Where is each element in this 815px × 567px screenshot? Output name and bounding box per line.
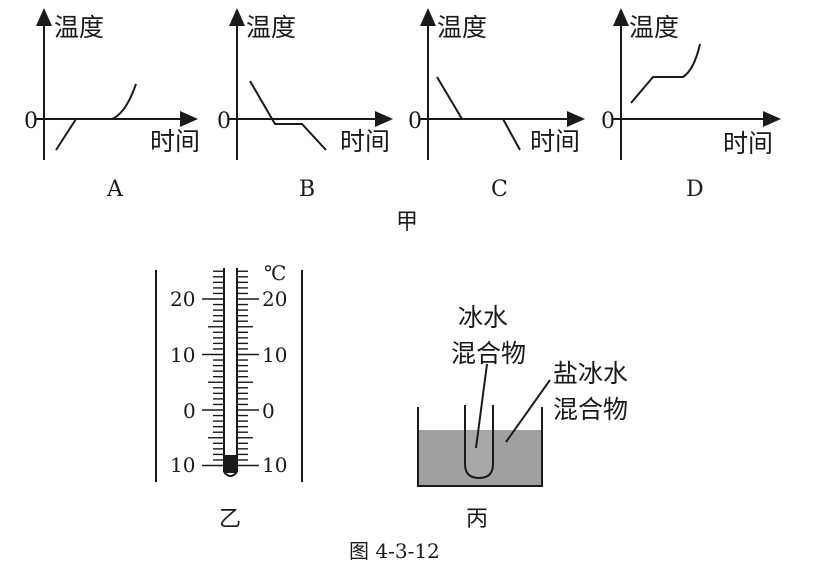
- graph-c: 温度 时间 0 C: [408, 8, 585, 202]
- thermometer-right-tick-neg10: 10: [262, 453, 287, 477]
- graph-d-origin: 0: [601, 109, 615, 134]
- graph-c-x-label: 时间: [530, 127, 580, 156]
- thermometer: 20 10 0 10 20 10 0 10 ℃ 乙: [155, 261, 303, 532]
- thermometer-ticks: [202, 270, 259, 467]
- graph-b-curve: [249, 80, 327, 151]
- figure-caption: 图 4-3-12: [349, 539, 440, 563]
- beaker-label: 丙: [466, 507, 488, 532]
- graph-b-letter: B: [299, 177, 315, 202]
- graph-d-letter: D: [686, 177, 704, 202]
- graph-a-y-label: 温度: [54, 13, 104, 42]
- graph-d-y-label: 温度: [629, 13, 679, 42]
- thermometer-left-tick-20: 20: [170, 287, 195, 311]
- outer-label-line1: 盐冰水: [553, 359, 628, 388]
- thermometer-left-tick-10: 10: [170, 343, 195, 367]
- graph-b: 温度 时间 0 B: [217, 8, 393, 202]
- thermometer-left-tick-neg10: 10: [170, 453, 195, 477]
- graph-d-x-label: 时间: [723, 129, 773, 158]
- graph-a-curve: [55, 83, 137, 151]
- graph-a: 温度 时间 0 A: [24, 8, 200, 202]
- graph-b-x-label: 时间: [340, 127, 390, 156]
- thermometer-unit: ℃: [264, 261, 286, 285]
- graph-a-origin: 0: [24, 109, 38, 134]
- graph-d-curve: [630, 43, 701, 104]
- thermometer-label: 乙: [219, 507, 241, 532]
- graph-b-origin: 0: [217, 109, 231, 134]
- test-tube-ice-water: [465, 430, 493, 478]
- inner-pointer-line: [475, 363, 488, 449]
- outer-pointer-line: [505, 379, 551, 443]
- outer-label-line2: 混合物: [553, 395, 628, 424]
- graph-c-origin: 0: [408, 109, 422, 134]
- thermometer-bulb: [223, 471, 238, 477]
- graph-c-y-label: 温度: [437, 13, 487, 42]
- test-tube: [464, 405, 494, 480]
- thermometer-right-tick-20: 20: [262, 287, 287, 311]
- inner-label-line2: 混合物: [451, 339, 526, 368]
- thermometer-left-tick-0: 0: [183, 399, 196, 423]
- graph-d: 温度 时间 0 D: [601, 8, 781, 202]
- graph-a-x-label: 时间: [150, 127, 200, 156]
- graph-a-letter: A: [106, 177, 124, 202]
- inner-label-line1: 冰水: [458, 303, 508, 332]
- thermometer-right-tick-10: 10: [262, 343, 287, 367]
- beaker-outline: [417, 407, 543, 487]
- thermometer-liquid: [225, 455, 236, 473]
- graph-b-y-label: 温度: [246, 13, 296, 42]
- graph-c-curve: [436, 76, 521, 151]
- part-jia-label: 甲: [396, 210, 418, 235]
- graph-c-letter: C: [491, 177, 508, 202]
- beaker: 冰水 混合物 盐冰水 混合物 丙: [417, 303, 628, 532]
- thermometer-right-tick-0: 0: [262, 399, 275, 423]
